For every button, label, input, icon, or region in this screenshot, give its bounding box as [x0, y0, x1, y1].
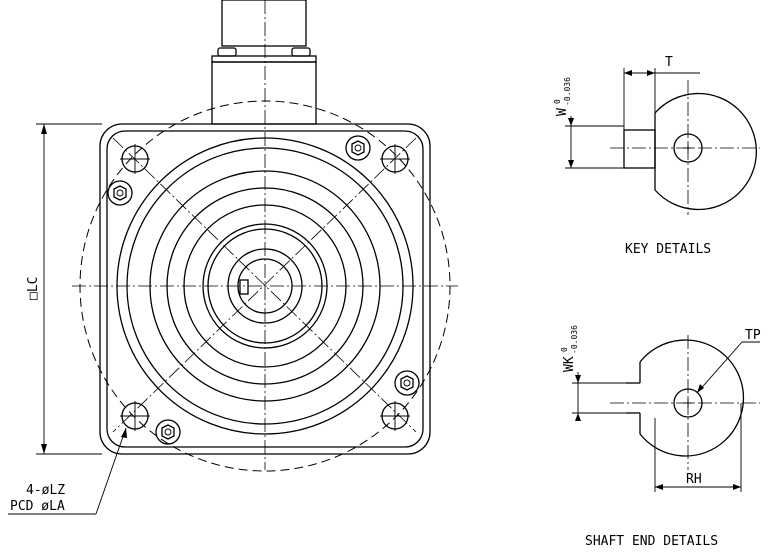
- svg-text:0: 0: [553, 99, 562, 104]
- hex-screws: [107, 135, 420, 445]
- svg-text:W: W: [555, 108, 570, 116]
- lc-label: □LC: [26, 277, 41, 300]
- hole-leader: [8, 427, 127, 515]
- shaft-wk-label: WK 0 -0.036: [560, 325, 579, 372]
- tp-label: TP: [745, 328, 761, 343]
- key-w-label: W 0 -0.036: [553, 77, 572, 116]
- svg-text:-0.036: -0.036: [570, 325, 579, 354]
- pcd-label: PCD øLA: [10, 499, 65, 514]
- motor-centerlines: [72, 0, 458, 470]
- shaft-rh-label: RH: [686, 472, 702, 487]
- connector: [211, 0, 317, 125]
- svg-text:-0.036: -0.036: [563, 77, 572, 106]
- holes-label: 4-øLZ: [26, 483, 65, 498]
- mounting-holes: [120, 144, 410, 431]
- key-t-label: T: [665, 55, 673, 70]
- key-caption: KEY DETAILS: [625, 242, 711, 257]
- lc-dimension: [36, 123, 102, 455]
- svg-text:0: 0: [560, 347, 569, 352]
- svg-text:WK: WK: [562, 356, 577, 372]
- shaft-caption: SHAFT END DETAILS: [585, 534, 718, 549]
- key-detail: [565, 68, 760, 215]
- shaft-detail: [572, 335, 760, 492]
